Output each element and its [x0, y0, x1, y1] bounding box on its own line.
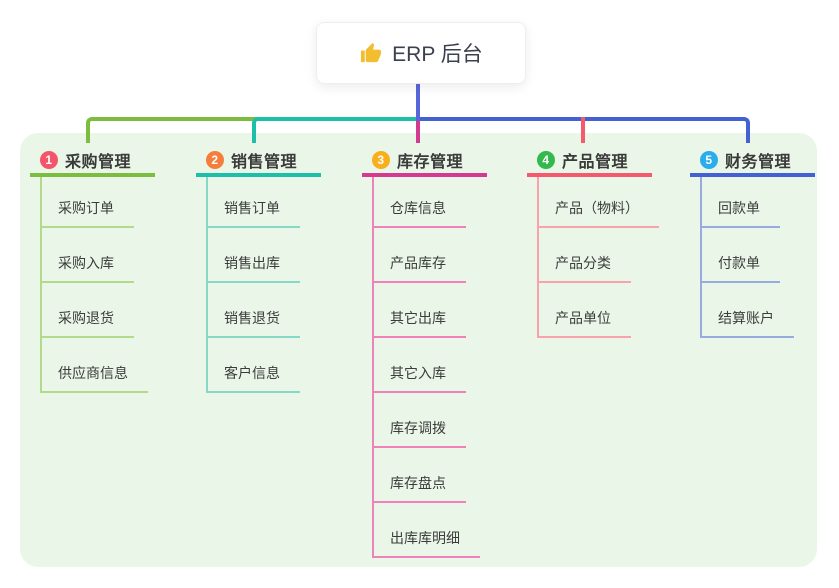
child-connector-line	[537, 177, 539, 338]
child-node-销售出库[interactable]: 销售出库	[206, 253, 300, 283]
branch-badge: 1	[40, 150, 58, 169]
branch-label: 销售管理	[231, 153, 298, 171]
root-node[interactable]: ERP 后台	[316, 22, 526, 84]
child-node-其它入库[interactable]: 其它入库	[372, 363, 466, 393]
child-node-客户信息[interactable]: 客户信息	[206, 363, 300, 393]
child-node-库存调拨[interactable]: 库存调拨	[372, 418, 466, 448]
branch-label: 产品管理	[562, 153, 629, 171]
connector-branch-2	[252, 117, 420, 143]
branch-label: 库存管理	[397, 153, 464, 171]
child-node-采购退货[interactable]: 采购退货	[40, 308, 134, 338]
connector-root-stem	[416, 82, 420, 121]
connector-branch-4	[581, 117, 585, 143]
child-node-出库库明细[interactable]: 出库库明细	[372, 528, 480, 558]
branch-node-财务管理[interactable]: 5 财务管理	[690, 146, 815, 177]
child-node-产品单位[interactable]: 产品单位	[537, 308, 631, 338]
child-node-采购入库[interactable]: 采购入库	[40, 253, 134, 283]
child-node-销售订单[interactable]: 销售订单	[206, 198, 300, 228]
child-node-回款单[interactable]: 回款单	[700, 198, 780, 228]
child-node-结算账户[interactable]: 结算账户	[700, 308, 794, 338]
child-node-销售退货[interactable]: 销售退货	[206, 308, 300, 338]
child-node-库存盘点[interactable]: 库存盘点	[372, 473, 466, 503]
child-connector-line	[40, 177, 42, 393]
branch-badge: 5	[700, 150, 718, 169]
branches-panel	[20, 133, 817, 567]
branch-badge: 3	[372, 150, 390, 169]
branch-node-采购管理[interactable]: 1 采购管理	[30, 146, 155, 177]
child-node-产品（物料）[interactable]: 产品（物料）	[537, 198, 659, 228]
child-node-供应商信息[interactable]: 供应商信息	[40, 363, 148, 393]
root-title: ERP 后台	[392, 43, 483, 66]
branch-node-库存管理[interactable]: 3 库存管理	[362, 146, 487, 177]
child-connector-line	[372, 177, 374, 558]
branch-label: 财务管理	[725, 153, 792, 171]
branch-badge: 4	[537, 150, 555, 169]
child-node-产品库存[interactable]: 产品库存	[372, 253, 466, 283]
branch-node-销售管理[interactable]: 2 销售管理	[196, 146, 321, 177]
connector-branch-3	[416, 119, 420, 143]
thumbs-up-icon	[361, 42, 382, 62]
child-connector-line	[206, 177, 208, 393]
child-node-产品分类[interactable]: 产品分类	[537, 253, 631, 283]
branch-label: 采购管理	[65, 153, 132, 171]
child-connector-line	[700, 177, 702, 338]
child-node-采购订单[interactable]: 采购订单	[40, 198, 134, 228]
branch-badge: 2	[206, 150, 224, 169]
child-node-其它出库[interactable]: 其它出库	[372, 308, 466, 338]
branch-node-产品管理[interactable]: 4 产品管理	[527, 146, 652, 177]
child-node-付款单[interactable]: 付款单	[700, 253, 780, 283]
child-node-仓库信息[interactable]: 仓库信息	[372, 198, 466, 228]
